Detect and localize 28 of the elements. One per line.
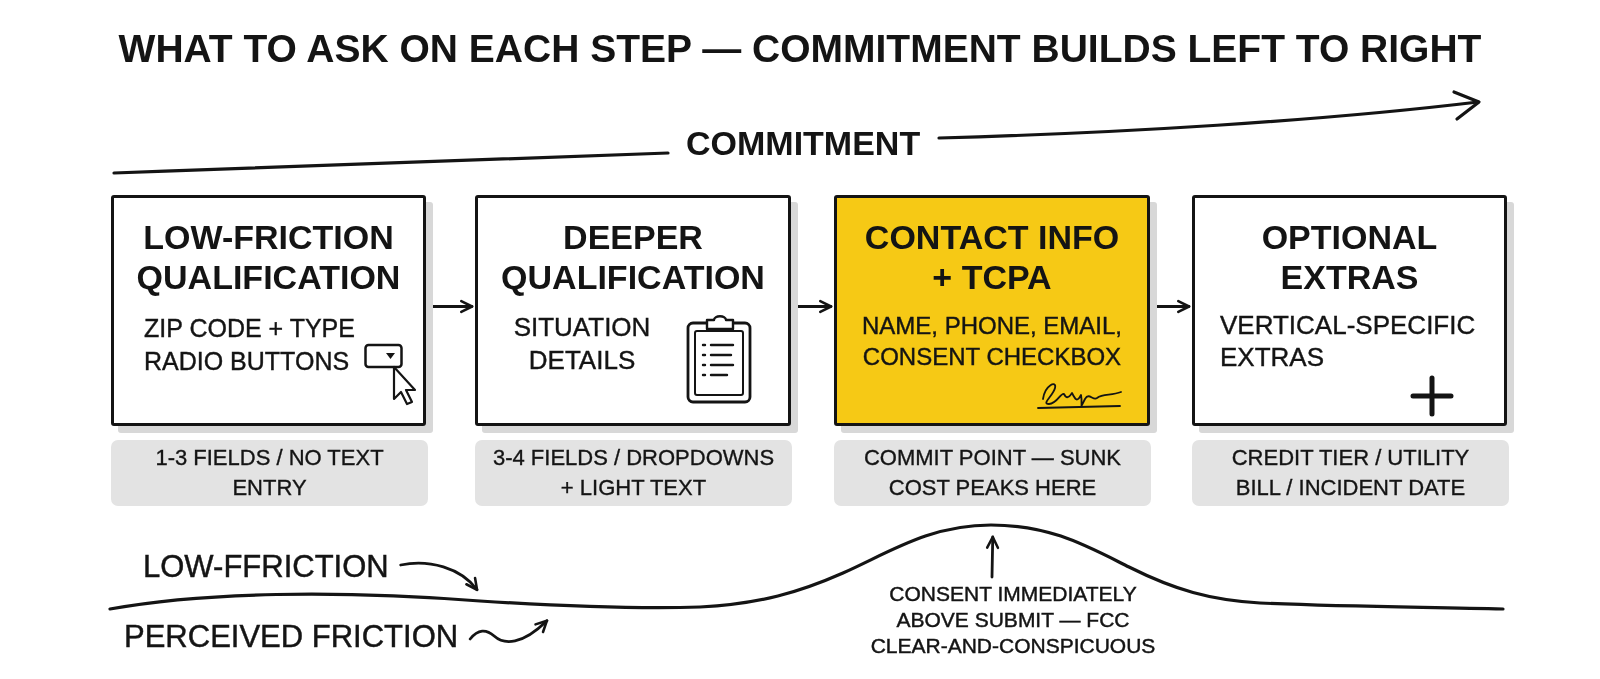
arrow: [431, 299, 474, 314]
note-band: [475, 440, 792, 506]
step-description: NAME, PHONE, EMAIL, CONSENT CHECKBOX: [860, 311, 1124, 372]
curve-label: PERCEIVED FRICTION: [124, 619, 459, 655]
step-note: 3-4 FIELDS / DROPDOWNS + LIGHT TEXT: [491, 444, 776, 502]
step-heading: LOW-FRICTION QUALIFICATION: [135, 217, 402, 297]
step-description: SITUATION DETAILS: [512, 311, 652, 377]
note-band: [1192, 440, 1509, 506]
step-heading: OPTIONAL EXTRAS: [1260, 217, 1439, 297]
step-description: ZIP CODE + TYPE RADIO BUTTONS: [144, 313, 356, 377]
diagram-title: WHAT TO ASK ON EACH STEP — COMMITMENT BUILDS LEFT TO RIGHT: [117, 26, 1483, 72]
note-band: [111, 440, 428, 506]
leader-arrow: [468, 619, 549, 643]
step-heading: CONTACT INFO + TCPA: [863, 217, 1121, 297]
step-note: 1-3 FIELDS / NO TEXT ENTRY: [154, 444, 385, 502]
step-note: CREDIT TIER / UTILITY BILL / INCIDENT DATE: [1230, 444, 1471, 502]
friction-curve: [108, 523, 1505, 611]
step-note: COMMIT POINT — SUNK COST PEAKS HERE: [862, 444, 1123, 502]
note-band: [834, 440, 1151, 506]
annotation-note: CONSENT IMMEDIATELY ABOVE SUBMIT — FCC CLEAR-AND-CONSPICUOUS: [863, 581, 1163, 659]
direction-label: COMMITMENT: [686, 123, 921, 163]
step-description: VERTICAL-SPECIFIC EXTRAS: [1220, 309, 1477, 373]
arrow: [1155, 299, 1191, 314]
leader-arrow: [985, 535, 1000, 579]
curve-label: LOW-FFRICTION: [143, 549, 389, 585]
leader-arrow: [399, 561, 479, 592]
arrow: [796, 299, 833, 314]
step-heading: DEEPER QUALIFICATION: [500, 217, 766, 297]
